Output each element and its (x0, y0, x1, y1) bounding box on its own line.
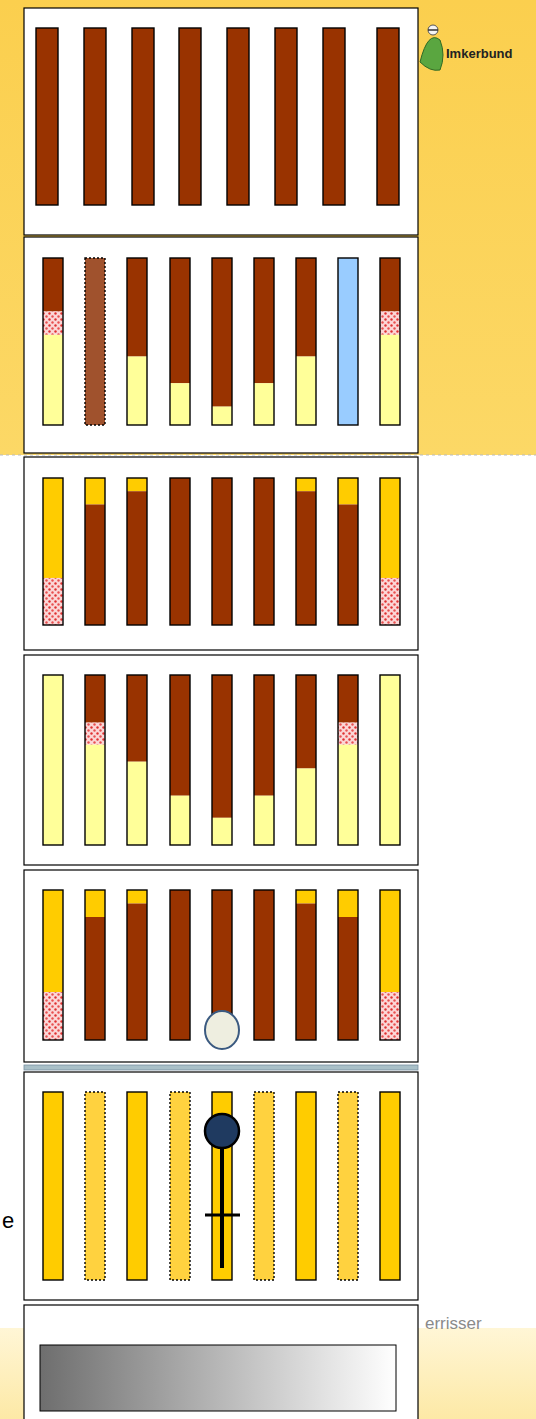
comb-frame (85, 675, 105, 845)
comb-frame (338, 675, 358, 845)
comb-frame (170, 478, 190, 625)
comb-frame (296, 478, 316, 625)
comb-frame (275, 28, 297, 205)
divider-line (0, 455, 536, 456)
queen-symbol (205, 1114, 240, 1268)
comb-frame (296, 1092, 316, 1280)
comb-frame (43, 258, 63, 425)
hive-box (24, 8, 418, 235)
comb-frame (212, 478, 232, 625)
comb-frame (170, 258, 190, 425)
author-text: errisser (425, 1314, 482, 1334)
comb-frame (380, 890, 400, 1040)
comb-frame (254, 1092, 274, 1280)
comb-frame (36, 28, 58, 205)
hive-box (24, 870, 418, 1062)
comb-frame (127, 1092, 147, 1280)
logo-icon (420, 25, 443, 70)
hive-box (24, 1305, 418, 1419)
comb-frame (84, 28, 106, 205)
logo-text: Imkerbund (446, 46, 512, 61)
hive-box (24, 457, 418, 650)
comb-frame (43, 478, 63, 625)
comb-frame (179, 28, 201, 205)
comb-frame (212, 675, 232, 845)
comb-frame (296, 258, 316, 425)
comb-frame (338, 478, 358, 625)
comb-frame (380, 675, 400, 845)
comb-frame (254, 258, 274, 425)
comb-frame (127, 258, 147, 425)
queen-cell (205, 1011, 239, 1049)
banner-ground (0, 0, 536, 455)
comb-frame (254, 478, 274, 625)
comb-frame (338, 890, 358, 1040)
comb-frame (170, 675, 190, 845)
comb-frame (132, 28, 154, 205)
comb-frame (338, 258, 358, 425)
comb-frame (170, 890, 190, 1040)
bottom-tray (40, 1345, 396, 1411)
comb-frame (377, 28, 399, 205)
comb-frame (338, 1092, 358, 1280)
comb-frame (85, 258, 105, 425)
comb-frame (296, 675, 316, 845)
comb-frame (85, 890, 105, 1040)
comb-frame (254, 890, 274, 1040)
cut-off-text: e (2, 1208, 14, 1234)
comb-frame (170, 1092, 190, 1280)
hive-box (24, 655, 418, 865)
hive-stack (24, 8, 418, 1419)
comb-frame (380, 1092, 400, 1280)
queen-excluder (24, 1065, 418, 1070)
comb-frame (43, 675, 63, 845)
comb-frame (127, 478, 147, 625)
comb-frame (254, 675, 274, 845)
comb-frame (227, 28, 249, 205)
comb-frame (127, 675, 147, 845)
comb-frame (85, 1092, 105, 1280)
comb-frame (85, 478, 105, 625)
hive-box (24, 1072, 418, 1300)
comb-frame (127, 890, 147, 1040)
hive-box (24, 237, 418, 453)
comb-frame (323, 28, 345, 205)
comb-frame (212, 258, 232, 425)
comb-frame (380, 258, 400, 425)
comb-frame (43, 1092, 63, 1280)
comb-frame (380, 478, 400, 625)
comb-frame (296, 890, 316, 1040)
comb-frame (43, 890, 63, 1040)
